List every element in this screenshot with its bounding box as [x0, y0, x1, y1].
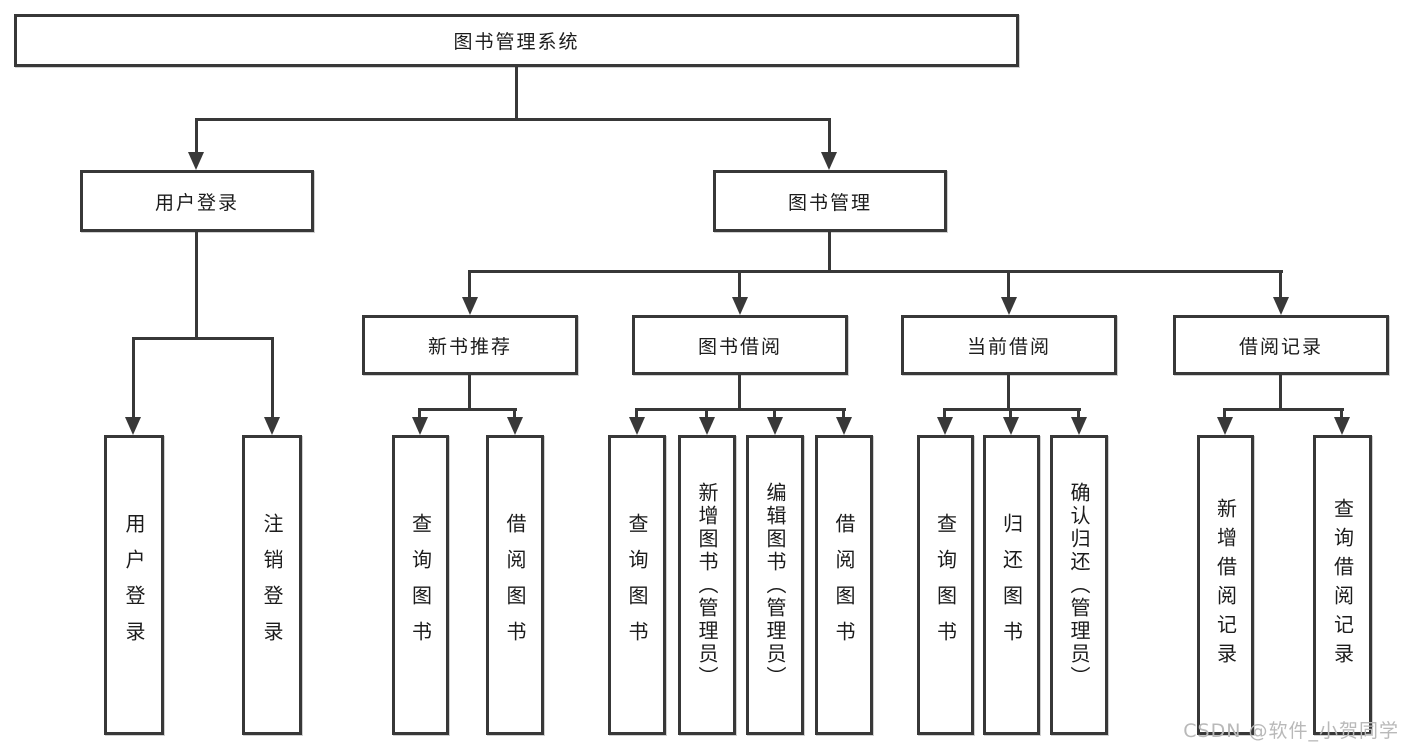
connector-line	[1223, 408, 1344, 411]
connector-line	[132, 337, 274, 340]
node-logout-leaf: 注销登录	[242, 435, 302, 735]
node-new-book-recommend: 新书推荐	[362, 315, 578, 375]
connector-line	[195, 232, 198, 337]
node-bb-query-book-label: 查询图书	[625, 513, 649, 657]
node-nb-query-book: 查询图书	[392, 435, 449, 735]
node-bb-query-book: 查询图书	[608, 435, 666, 735]
connector-line	[1077, 408, 1080, 420]
connector-line	[943, 408, 1081, 411]
node-cb-return-book-label: 归还图书	[999, 513, 1024, 657]
arrow-down-icon	[188, 152, 204, 170]
node-borrow-record-label: 借阅记录	[1238, 335, 1323, 358]
connector-line	[1279, 375, 1282, 408]
arrow-down-icon	[629, 417, 645, 435]
connector-line	[132, 337, 135, 419]
node-br-query-record: 查询借阅记录	[1313, 435, 1372, 735]
connector-line	[773, 408, 776, 420]
node-br-add-record-label: 新增借阅记录	[1213, 498, 1238, 672]
connector-line	[738, 270, 741, 300]
arrow-down-icon	[767, 417, 783, 435]
node-nb-borrow-book-label: 借阅图书	[503, 513, 527, 657]
node-book-borrow: 图书借阅	[632, 315, 848, 375]
arrow-down-icon	[507, 417, 523, 435]
arrow-down-icon	[836, 417, 852, 435]
connector-line	[1007, 270, 1010, 300]
connector-line	[515, 67, 518, 118]
node-cb-query-book-label: 查询图书	[933, 513, 958, 657]
connector-line	[705, 408, 708, 420]
arrow-down-icon	[264, 417, 280, 435]
connector-line	[1279, 270, 1282, 300]
node-bb-borrow-book-label: 借阅图书	[832, 513, 856, 657]
arrow-down-icon	[1334, 417, 1350, 435]
node-user-login-label: 用户登录	[154, 191, 239, 214]
connector-line	[196, 118, 831, 121]
arrow-down-icon	[821, 152, 837, 170]
connector-line	[195, 118, 198, 154]
node-cb-query-book: 查询图书	[917, 435, 974, 735]
node-user-login-leaf: 用户登录	[104, 435, 164, 735]
connector-line	[418, 408, 421, 420]
node-book-borrow-label: 图书借阅	[697, 335, 782, 358]
node-book-management-label: 图书管理	[787, 191, 872, 214]
node-bb-add-book-admin-label: 新增图书（管理员）	[695, 481, 719, 689]
connector-line	[468, 270, 1283, 273]
arrow-down-icon	[462, 297, 478, 315]
node-cb-confirm-return-admin-label: 确认归还（管理员）	[1067, 481, 1091, 689]
connector-line	[635, 408, 638, 420]
arrow-down-icon	[1217, 417, 1233, 435]
connector-line	[418, 408, 517, 411]
node-current-borrow: 当前借阅	[901, 315, 1117, 375]
node-nb-borrow-book: 借阅图书	[486, 435, 544, 735]
connector-line	[1223, 408, 1226, 420]
node-borrow-record: 借阅记录	[1173, 315, 1389, 375]
connector-line	[1007, 375, 1010, 408]
arrow-down-icon	[732, 297, 748, 315]
node-bb-borrow-book: 借阅图书	[815, 435, 873, 735]
node-logout-leaf-label: 注销登录	[260, 513, 284, 657]
node-br-query-record-label: 查询借阅记录	[1330, 498, 1355, 672]
connector-line	[943, 408, 946, 420]
connector-line	[513, 408, 516, 420]
connector-line	[468, 375, 471, 408]
arrow-down-icon	[937, 417, 953, 435]
node-bb-edit-book-admin-label: 编辑图书（管理员）	[763, 481, 787, 689]
arrow-down-icon	[1071, 417, 1087, 435]
node-br-add-record: 新增借阅记录	[1197, 435, 1254, 735]
arrow-down-icon	[1001, 297, 1017, 315]
node-root: 图书管理系统	[14, 14, 1019, 67]
connector-line	[828, 118, 831, 154]
connector-line	[828, 232, 831, 272]
arrow-down-icon	[699, 417, 715, 435]
arrow-down-icon	[1003, 417, 1019, 435]
arrow-down-icon	[1273, 297, 1289, 315]
node-cb-return-book: 归还图书	[983, 435, 1040, 735]
node-user-login: 用户登录	[80, 170, 314, 232]
connector-line	[842, 408, 845, 420]
watermark-text: CSDN @软件_小贺同学	[1183, 720, 1399, 742]
node-user-login-leaf-label: 用户登录	[122, 513, 146, 657]
connector-line	[738, 375, 741, 408]
node-root-label: 图书管理系统	[453, 31, 580, 53]
node-nb-query-book-label: 查询图书	[408, 513, 433, 657]
node-bb-edit-book-admin: 编辑图书（管理员）	[746, 435, 804, 735]
node-current-borrow-label: 当前借阅	[966, 335, 1051, 358]
connector-line	[1340, 408, 1343, 420]
node-new-book-recommend-label: 新书推荐	[427, 335, 512, 358]
connector-line	[1009, 408, 1012, 420]
arrow-down-icon	[412, 417, 428, 435]
arrow-down-icon	[125, 417, 141, 435]
node-cb-confirm-return-admin: 确认归还（管理员）	[1050, 435, 1108, 735]
connector-line	[271, 337, 274, 419]
connector-line	[468, 270, 471, 300]
connector-line	[635, 408, 846, 411]
node-bb-add-book-admin: 新增图书（管理员）	[678, 435, 736, 735]
node-book-management: 图书管理	[713, 170, 947, 232]
